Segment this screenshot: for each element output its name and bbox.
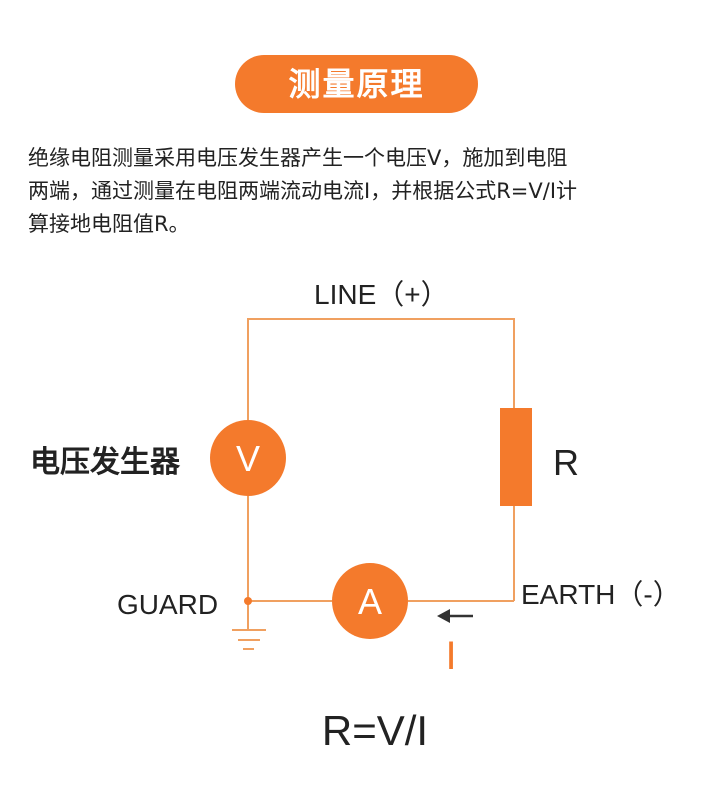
- wires: [232, 318, 515, 650]
- voltmeter-symbol: V: [236, 438, 260, 479]
- guard-node: [244, 597, 252, 605]
- ammeter-symbol: A: [358, 581, 382, 622]
- earth-label: EARTH（-）: [521, 579, 681, 610]
- resistor: [500, 408, 532, 506]
- current-arrow-icon: [437, 609, 473, 623]
- title-badge: 测量原理: [235, 55, 478, 113]
- formula: R=V/I: [322, 707, 428, 754]
- guard-label: GUARD: [117, 589, 218, 620]
- description-line: 算接地电阻值R。: [28, 212, 190, 236]
- generator-label: 电压发生器: [30, 445, 181, 480]
- resistor-label: R: [553, 442, 579, 483]
- ammeter-circle: [332, 563, 408, 639]
- description-line: 两端，通过测量在电阻两端流动电流I，并根据公式R=V/I计: [28, 179, 578, 203]
- description-line: 绝缘电阻测量采用电压发生器产生一个电压V，施加到电阻: [28, 146, 568, 170]
- description: 绝缘电阻测量采用电压发生器产生一个电压V，施加到电阻 两端，通过测量在电阻两端流…: [28, 142, 698, 241]
- current-label: I: [445, 634, 456, 678]
- line-label: LINE（+）: [314, 279, 449, 310]
- voltmeter-circle: [210, 420, 286, 496]
